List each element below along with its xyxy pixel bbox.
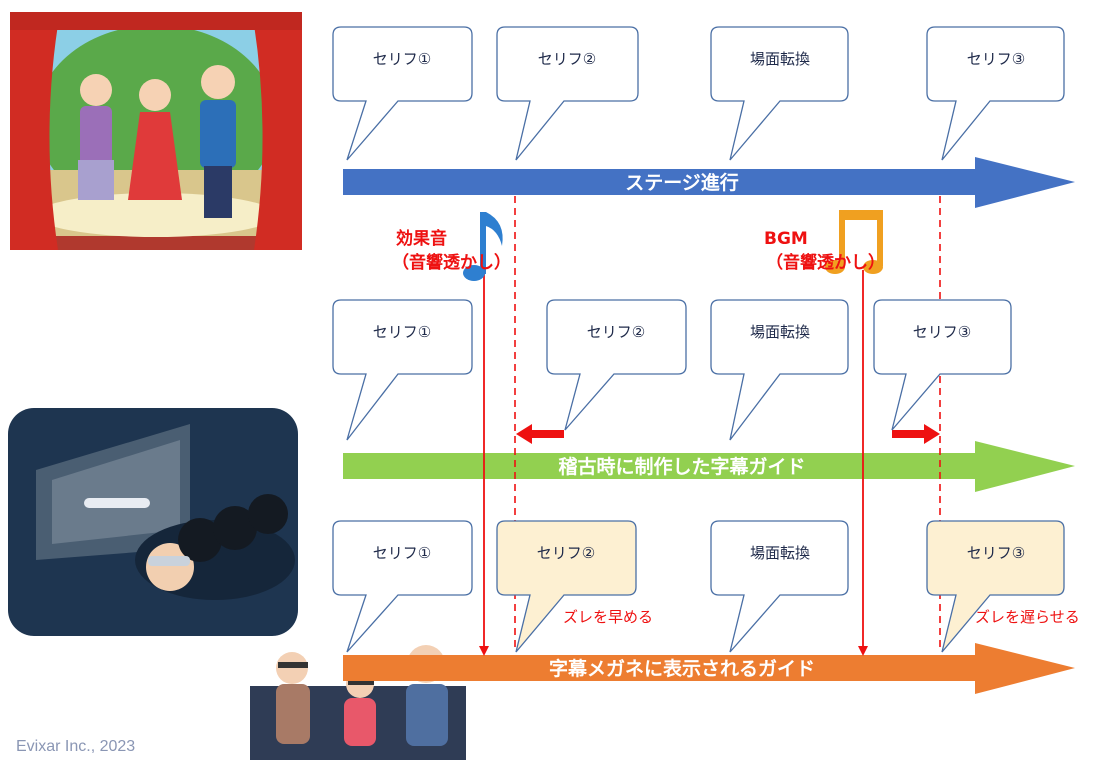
stage-illustration: [10, 12, 302, 250]
theater-audience-illustration: [8, 408, 298, 636]
bgm-sublabel: （音響透かし）: [766, 252, 885, 273]
rehearsal-guide-arrow: 稽古時に制作した字幕ガイド: [343, 441, 1075, 492]
stage-progress-arrow: ステージ進行: [343, 157, 1075, 208]
stage-progress-label: ステージ進行: [625, 171, 739, 194]
sound-effect-label: 効果音: [396, 228, 447, 249]
bgm-cue-line: [858, 270, 868, 656]
rehearsal-bubble-3-text: 場面転換: [750, 323, 810, 341]
glasses-bubble-4: [926, 520, 1065, 653]
delay-shift-arrow: [892, 424, 940, 444]
glasses-bubble-3-text: 場面転換: [750, 544, 810, 562]
advance-shift-arrow: [516, 424, 564, 444]
rehearsal-bubble-2-text: セリフ②: [587, 323, 645, 341]
bgm-note-icon: [825, 210, 883, 274]
glasses-viewers-illustration: [250, 645, 466, 760]
delay-note: ズレを遅らせる: [975, 608, 1080, 626]
stage-bubble-4-text: セリフ③: [967, 50, 1025, 68]
stage-bubble-2-text: セリフ②: [538, 50, 596, 68]
stage-bubble-4: [926, 26, 1065, 161]
stage-bubble-1: [332, 26, 473, 161]
copyright-credit: Evixar Inc., 2023: [16, 738, 135, 755]
bgm-label: BGM: [764, 229, 808, 249]
rehearsal-bubble-1: [332, 299, 473, 441]
rehearsal-bubble-4-text: セリフ③: [913, 323, 971, 341]
rehearsal-guide-label: 稽古時に制作した字幕ガイド: [558, 455, 805, 478]
rehearsal-bubble-1-text: セリフ①: [373, 323, 431, 341]
sound-effect-note-icon: [463, 212, 503, 281]
glasses-bubble-2-text: セリフ②: [537, 544, 595, 562]
glasses-bubble-2: [496, 520, 637, 653]
rehearsal-bubble-3: [710, 299, 849, 441]
rehearsal-bubble-4: [873, 299, 1012, 431]
rehearsal-bubble-2: [546, 299, 687, 431]
glasses-guide-label: 字幕メガネに表示されるガイド: [549, 657, 815, 680]
stage-bubble-2: [496, 26, 639, 161]
stage-bubble-3: [710, 26, 849, 161]
stage-bubble-1-text: セリフ①: [373, 50, 431, 68]
glasses-bubble-4-text: セリフ③: [967, 544, 1025, 562]
glasses-bubble-1: [332, 520, 473, 653]
glasses-guide-arrow: 字幕メガネに表示されるガイド: [343, 643, 1075, 694]
sound-effect-sublabel: （音響透かし）: [392, 252, 511, 273]
glasses-bubble-1-text: セリフ①: [373, 544, 431, 562]
glasses-bubble-3: [710, 520, 849, 653]
sound-effect-cue-line: [479, 270, 489, 656]
advance-note: ズレを早める: [563, 608, 653, 626]
stage-bubble-3-text: 場面転換: [750, 50, 810, 68]
